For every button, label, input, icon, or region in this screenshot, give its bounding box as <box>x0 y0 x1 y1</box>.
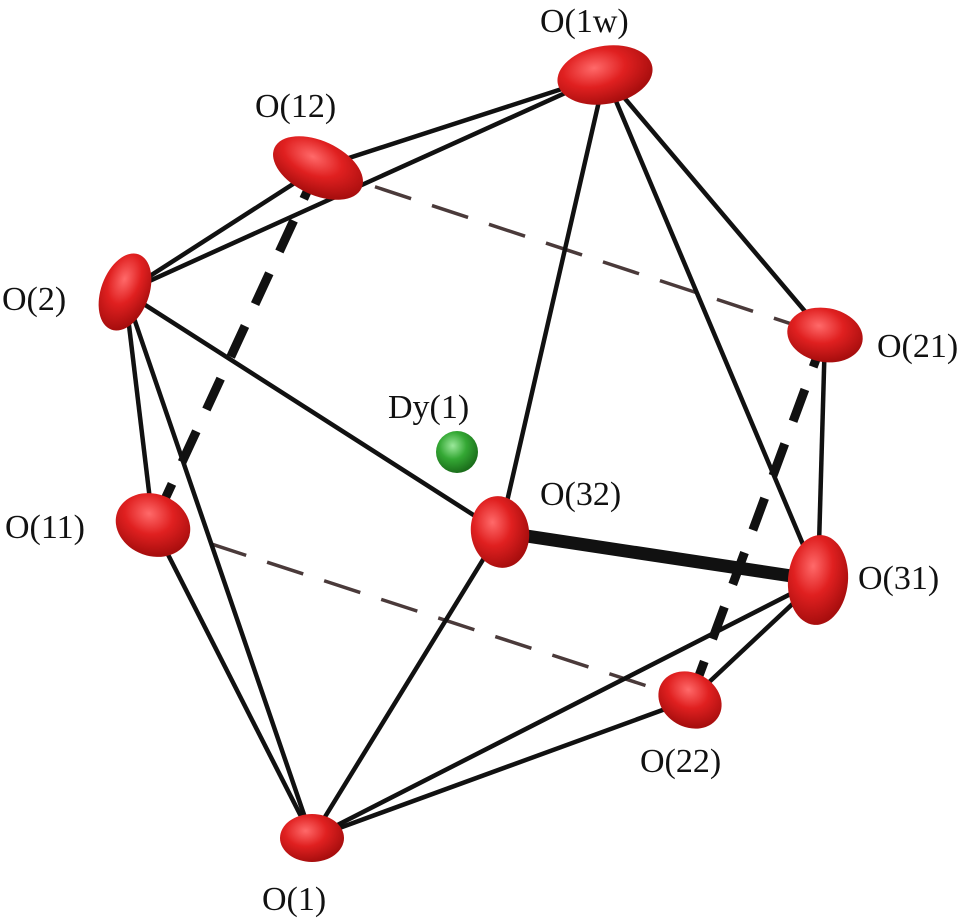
oxygen-atom-O31 <box>787 535 849 625</box>
atom-label-O22: O(22) <box>640 743 721 780</box>
oxygen-atom-O1 <box>280 814 344 862</box>
bond-edge-O32-O1 <box>310 530 502 840</box>
oxygen-atom-O12 <box>273 136 363 200</box>
bond-edge-O1-O22 <box>311 697 691 841</box>
atom-label-O11: O(11) <box>5 509 85 546</box>
bond-edge-O2-O11 <box>122 291 156 526</box>
dysprosium-atom <box>436 431 478 473</box>
oxygen-atom-O11 <box>115 493 191 557</box>
bold-dashed-edge-O21-O22 <box>685 333 830 702</box>
atom-label-O2: O(2) <box>2 281 66 318</box>
bond-edge-O2-O1 <box>122 291 315 839</box>
bold-dashed-edge-O12-O11 <box>148 166 323 527</box>
oxygen-atom-O32 <box>470 496 530 568</box>
bond-edge-O2-O32 <box>123 290 502 534</box>
bold-edge-O32-O31 <box>499 525 819 587</box>
oxygen-atom-O1w <box>557 45 653 105</box>
oxygen-atom-O2 <box>98 253 152 331</box>
oxygen-atom-O21 <box>787 307 863 363</box>
atom-label-Dy1: Dy(1) <box>388 389 469 426</box>
bond-edge-O1w-O31 <box>602 74 821 581</box>
atom-label-O32: O(32) <box>540 476 621 513</box>
bond-edge-O11-O1 <box>150 523 315 840</box>
bond-edge-O12-O2 <box>123 166 320 294</box>
oxygen-atom-O22 <box>658 671 722 729</box>
bond-edge-O1w-O2 <box>124 72 606 295</box>
bond-edge-O1-O31 <box>310 577 820 841</box>
atom-label-O12: O(12) <box>255 88 336 125</box>
atom-label-O31: O(31) <box>858 560 939 597</box>
dashed-edge-O11-O22 <box>152 523 691 702</box>
atom-label-O1: O(1) <box>262 881 326 918</box>
bond-edge-O1w-O21 <box>603 73 827 337</box>
atom-label-O21: O(21) <box>877 328 958 365</box>
bond-edge-O1w-O32 <box>497 74 608 533</box>
bond-edge-O1w-O12 <box>317 72 606 171</box>
dashed-edge-O12-O21 <box>317 166 826 337</box>
atom-label-O1w: O(1w) <box>540 3 629 40</box>
